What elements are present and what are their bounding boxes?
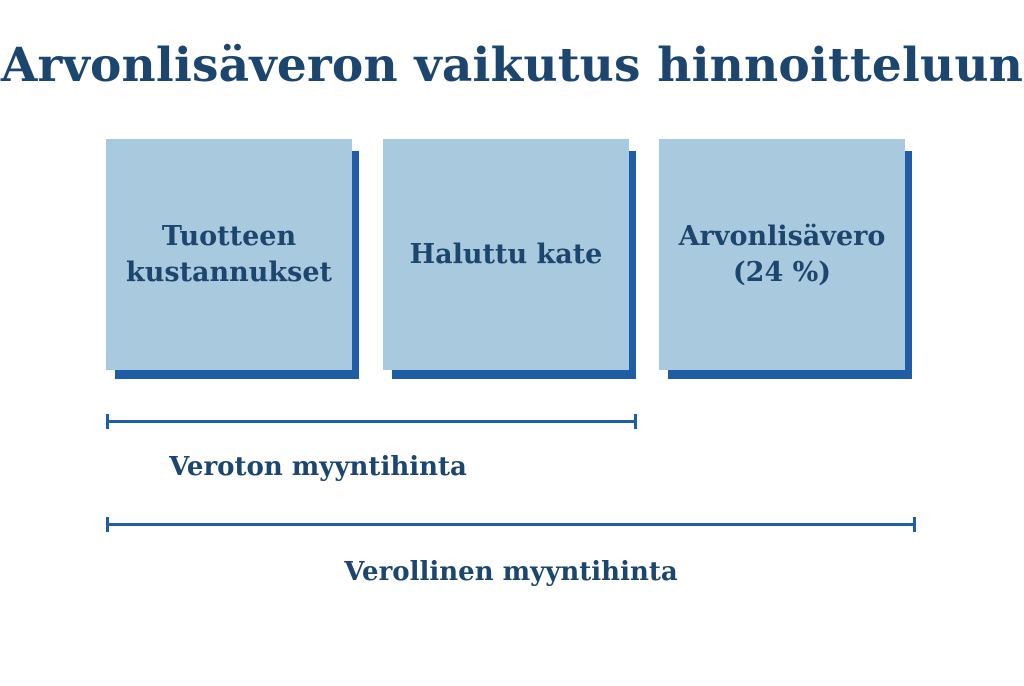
box-label-vat: Arvonlisävero (24 %) <box>678 220 886 288</box>
bracket-gross-price <box>106 517 916 532</box>
box-label-product-costs: Tuotteen kustannukset <box>126 220 332 288</box>
box-face: Arvonlisävero (24 %) <box>659 139 905 370</box>
box-face: Tuotteen kustannukset <box>106 139 352 370</box>
bracket-cap-left <box>106 414 109 429</box>
bracket-cap-left <box>106 517 109 532</box>
bracket-line <box>106 523 916 526</box>
bracket-cap-right <box>913 517 916 532</box>
net-price-label: Veroton myyntihinta <box>169 452 467 482</box>
bracket-line <box>106 420 637 423</box>
box-label-desired-margin: Haluttu kate <box>409 238 603 270</box>
bracket-net-price <box>106 414 637 429</box>
diagram-title: Arvonlisäveron vaikutus hinnoitteluun <box>0 38 1024 93</box>
box-product-costs: Tuotteen kustannukset <box>106 139 362 379</box>
gross-price-label: Verollinen myyntihinta <box>344 557 678 587</box>
box-desired-margin: Haluttu kate <box>383 139 639 379</box>
bracket-cap-right <box>634 414 637 429</box>
box-face: Haluttu kate <box>383 139 629 370</box>
box-vat: Arvonlisävero (24 %) <box>659 139 915 379</box>
